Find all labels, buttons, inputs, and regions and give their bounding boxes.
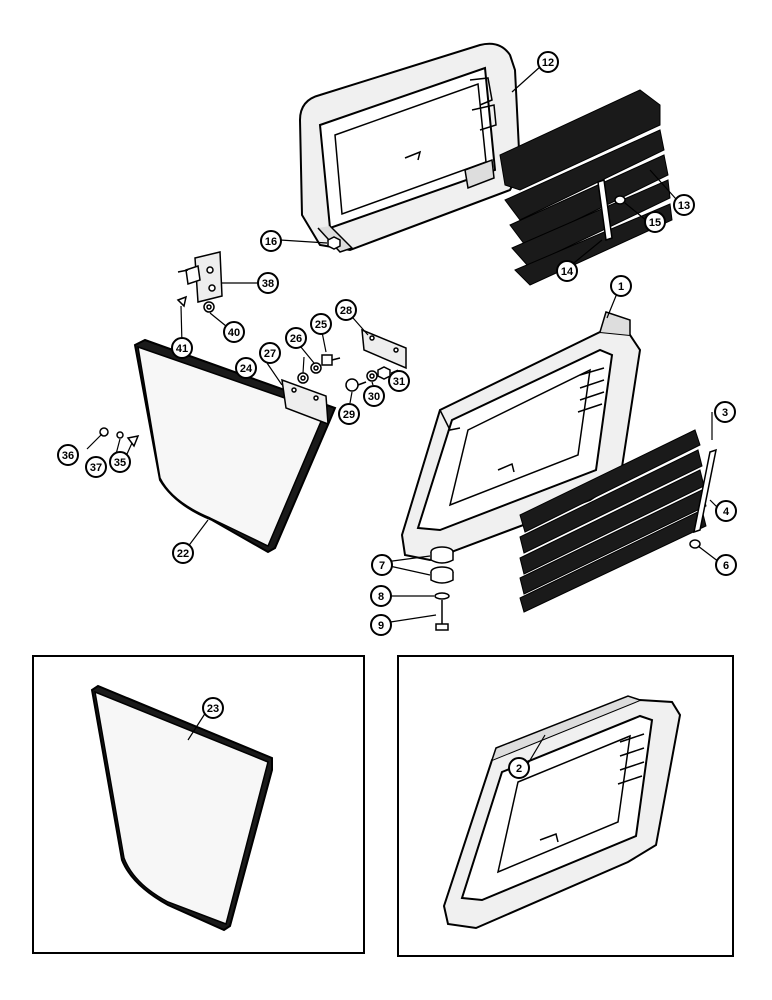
callout-2: 2 (508, 757, 530, 779)
svg-text:36: 36 (62, 450, 74, 462)
inset-right-frame (397, 655, 734, 957)
callout-15: 15 (644, 211, 666, 233)
leader-23 (187, 711, 207, 741)
callout-29: 29 (338, 403, 360, 425)
part-38-hinge-bracket (177, 251, 223, 303)
svg-text:4: 4 (723, 506, 730, 518)
svg-text:13: 13 (678, 200, 690, 212)
svg-text:9: 9 (378, 620, 384, 632)
svg-text:35: 35 (114, 457, 126, 469)
svg-text:7: 7 (379, 560, 385, 572)
part-4-strip (693, 448, 717, 534)
callout-12: 12 (537, 51, 559, 73)
callout-37: 37 (85, 456, 107, 478)
part-40-washer (203, 301, 215, 313)
callout-9: 9 (370, 614, 392, 636)
svg-text:22: 22 (177, 548, 189, 560)
svg-text:3: 3 (722, 407, 728, 419)
callout-8: 8 (370, 585, 392, 607)
svg-text:30: 30 (368, 391, 380, 403)
part-22-side-panel (133, 338, 337, 554)
svg-text:2: 2 (516, 763, 522, 775)
svg-text:1: 1 (618, 281, 624, 293)
part-28-plate (361, 328, 407, 370)
part-14-strip (597, 179, 613, 241)
callout-22: 22 (172, 542, 194, 564)
part-23-side-panel (90, 684, 273, 932)
part-13-upper-louver (499, 89, 673, 286)
part-37-washer (116, 431, 124, 439)
part-26-washer (310, 362, 322, 374)
part-7-isolators (430, 546, 454, 584)
part-35-clip (126, 434, 140, 448)
callout-31: 31 (388, 370, 410, 392)
callout-40: 40 (223, 321, 245, 343)
part-2-lower-frame-alt (442, 695, 682, 930)
part-8-washer (434, 592, 450, 600)
svg-text:27: 27 (264, 348, 276, 360)
svg-text:38: 38 (262, 278, 274, 290)
inset-left-frame (32, 655, 365, 954)
svg-text:26: 26 (290, 333, 302, 345)
svg-text:24: 24 (240, 363, 253, 375)
svg-text:15: 15 (649, 217, 661, 229)
part-6-clip (689, 539, 701, 549)
callout-28: 28 (335, 299, 357, 321)
svg-text:8: 8 (378, 591, 384, 603)
part-12-upper-frame (298, 42, 522, 253)
callout-4: 4 (715, 500, 737, 522)
part-9-bolt (435, 600, 449, 631)
part-3-lower-louver (519, 429, 707, 613)
part-24-plate (281, 378, 329, 426)
svg-text:40: 40 (228, 327, 240, 339)
callout-38: 38 (257, 272, 279, 294)
svg-text:12: 12 (542, 57, 554, 69)
callout-25: 25 (310, 313, 332, 335)
callout-13: 13 (673, 194, 695, 216)
callout-35: 35 (109, 451, 131, 473)
part-41-screw (176, 295, 188, 308)
part-16-nut (327, 236, 341, 250)
part-30-washer (366, 370, 378, 382)
svg-text:37: 37 (90, 462, 102, 474)
callout-1: 1 (610, 275, 632, 297)
callout-3: 3 (714, 401, 736, 423)
svg-text:14: 14 (561, 266, 574, 278)
callout-27: 27 (259, 342, 281, 364)
callout-41: 41 (171, 337, 193, 359)
part-29-bolt (345, 378, 367, 392)
svg-text:41: 41 (176, 343, 188, 355)
part-31-nut (377, 366, 391, 380)
part-15-clip (614, 195, 626, 205)
callout-14: 14 (556, 260, 578, 282)
svg-text:28: 28 (340, 305, 352, 317)
callout-16: 16 (260, 230, 282, 252)
callout-26: 26 (285, 327, 307, 349)
svg-text:29: 29 (343, 409, 355, 421)
callout-36: 36 (57, 444, 79, 466)
callout-23: 23 (202, 697, 224, 719)
callout-7: 7 (371, 554, 393, 576)
callout-6: 6 (715, 554, 737, 576)
svg-text:16: 16 (265, 236, 277, 248)
part-25-bolt (321, 354, 341, 366)
svg-text:6: 6 (723, 560, 729, 572)
svg-text:25: 25 (315, 319, 327, 331)
callout-30: 30 (363, 385, 385, 407)
callout-24: 24 (235, 357, 257, 379)
part-27-washer (297, 372, 309, 384)
svg-text:31: 31 (393, 376, 405, 388)
svg-text:23: 23 (207, 703, 219, 715)
